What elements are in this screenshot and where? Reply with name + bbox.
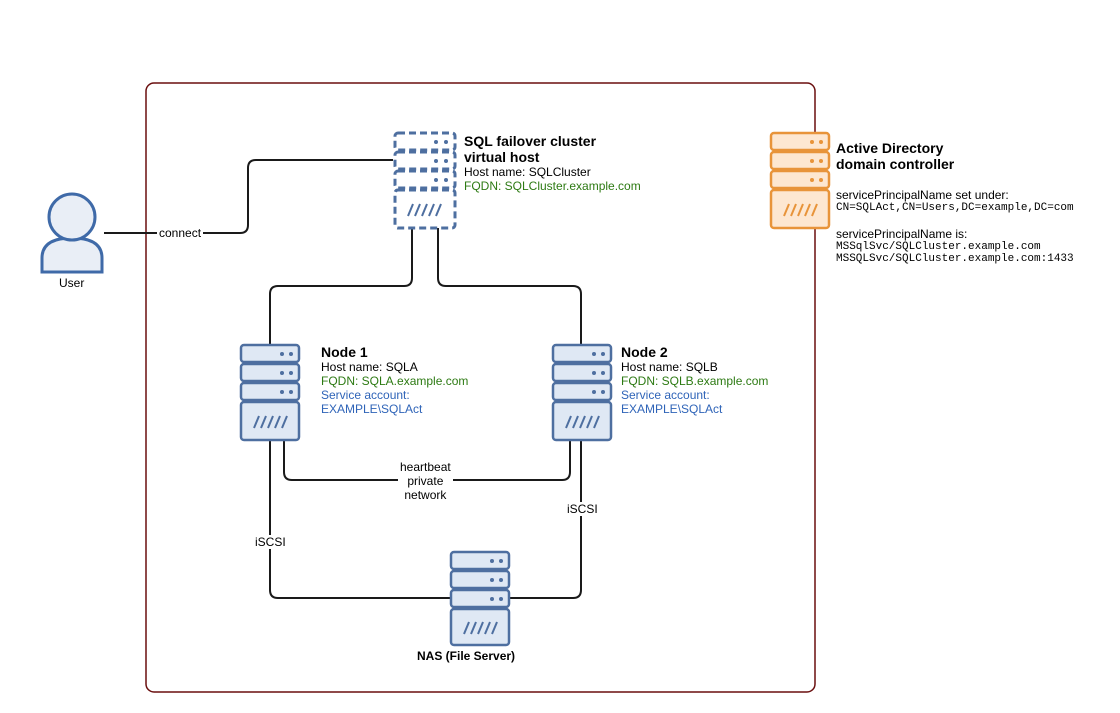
connectors bbox=[104, 159, 582, 599]
spn-value-2: MSSQLSvc/SQLCluster.example.com:1433 bbox=[836, 253, 1074, 265]
iscsi-left-line bbox=[269, 440, 451, 599]
user-icon bbox=[40, 192, 104, 274]
virtual-host-label: SQL failover cluster virtual host Host n… bbox=[464, 133, 641, 193]
nas-label: NAS (File Server) bbox=[417, 649, 516, 663]
user-connect-line bbox=[104, 159, 393, 234]
node1-hostname: Host name: SQLA bbox=[321, 360, 418, 374]
vhost-node2-line bbox=[437, 228, 582, 345]
user-label: User bbox=[59, 276, 85, 290]
iscsi-right-line bbox=[509, 440, 582, 599]
node2-fqdn: FQDN: SQLB.example.com bbox=[621, 374, 769, 388]
spn-set-value: CN=SQLAct,CN=Users,DC=example,DC=com bbox=[836, 202, 1074, 214]
vhost-node1-line bbox=[269, 228, 413, 345]
virtual-host-fqdn: FQDN: SQLCluster.example.com bbox=[464, 179, 641, 193]
heartbeat-line-3: network bbox=[404, 488, 447, 502]
node1-fqdn: FQDN: SQLA.example.com bbox=[321, 374, 469, 388]
virtual-host-title-2: virtual host bbox=[464, 149, 540, 165]
node1-service-account: EXAMPLE\SQLAct bbox=[321, 402, 423, 416]
spn-is-block: servicePrincipalName is: MSSqlSvc/SQLClu… bbox=[836, 227, 1074, 265]
connect-edge-label: connect bbox=[157, 226, 204, 240]
domain-controller-server-icon bbox=[769, 131, 831, 230]
nas-server-icon bbox=[449, 550, 511, 647]
spn-value-1: MSSqlSvc/SQLCluster.example.com bbox=[836, 241, 1041, 253]
dc-title-1: Active Directory bbox=[836, 140, 944, 156]
iscsi-right-edge-label: iSCSI bbox=[565, 502, 600, 516]
node1-label: Node 1 Host name: SQLA FQDN: SQLA.exampl… bbox=[321, 344, 468, 416]
virtual-host-server-icon bbox=[393, 131, 457, 230]
node1-title: Node 1 bbox=[321, 344, 368, 360]
heartbeat-line-2: private bbox=[407, 474, 444, 488]
iscsi-left-edge-label: iSCSI bbox=[253, 535, 288, 549]
virtual-host-title-1: SQL failover cluster bbox=[464, 133, 597, 149]
virtual-host-hostname: Host name: SQLCluster bbox=[464, 165, 591, 179]
node1-service-label: Service account: bbox=[321, 388, 410, 402]
node2-label: Node 2 Host name: SQLB FQDN: SQLB.exampl… bbox=[621, 344, 768, 416]
cluster-boundary bbox=[145, 82, 816, 693]
heartbeat-edge-label: heartbeat private network bbox=[398, 460, 453, 502]
dc-title-2: domain controller bbox=[836, 156, 955, 172]
node2-title: Node 2 bbox=[621, 344, 668, 360]
node2-service-account: EXAMPLE\SQLAct bbox=[621, 402, 723, 416]
spn-set-label: servicePrincipalName set under: bbox=[836, 188, 1009, 202]
node2-service-label: Service account: bbox=[621, 388, 710, 402]
domain-controller-label: Active Directory domain controller bbox=[836, 140, 954, 172]
heartbeat-line-1: heartbeat bbox=[400, 460, 451, 474]
spn-set-block: servicePrincipalName set under: CN=SQLAc… bbox=[836, 188, 1074, 214]
node2-hostname: Host name: SQLB bbox=[621, 360, 718, 374]
node1-server-icon bbox=[239, 343, 301, 442]
spn-is-label: servicePrincipalName is: bbox=[836, 227, 968, 241]
node2-server-icon bbox=[551, 343, 613, 442]
